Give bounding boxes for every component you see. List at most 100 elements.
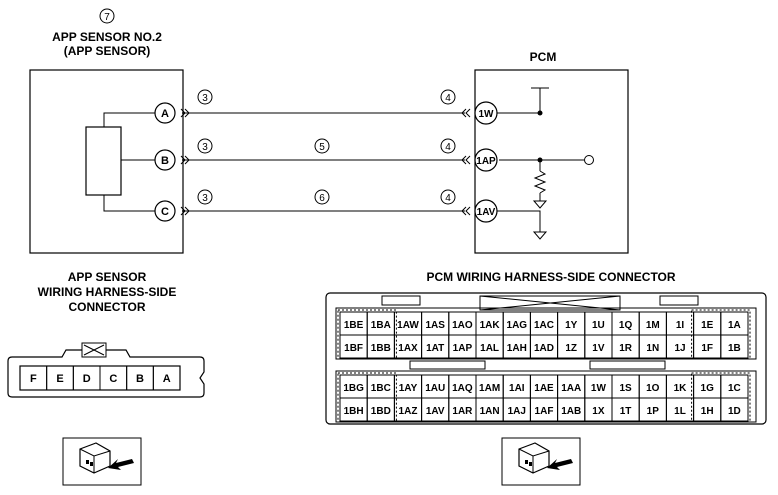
sensor-ref-number: 7 bbox=[104, 12, 110, 23]
pcm-pin-label: 1AK bbox=[480, 320, 501, 331]
pcm-pin-label: 1AC bbox=[534, 320, 554, 331]
pcm-pin-label: 1BG bbox=[343, 383, 364, 394]
pcm-pin-label: 1H bbox=[701, 406, 714, 417]
pcm-pin-label: 1AO bbox=[452, 320, 473, 331]
pcm-pin-label: 1G bbox=[701, 383, 715, 394]
pcm-pin-label: 1AG bbox=[507, 320, 528, 331]
wire-ref-right-a: 4 bbox=[445, 93, 451, 104]
pcm-connector-view-icon bbox=[501, 437, 581, 486]
pcm-pin-label: 1AW bbox=[397, 320, 419, 331]
sensor-wire-c bbox=[103, 195, 163, 212]
app-pin-label: C bbox=[109, 373, 117, 385]
pcm-node-1w bbox=[537, 110, 543, 116]
wire-ref-mid-c: 6 bbox=[319, 193, 325, 204]
sensor-pin-b bbox=[154, 149, 176, 171]
pcm-pin-group-outline bbox=[337, 309, 397, 360]
pcm-pin-label: 1V bbox=[592, 343, 605, 354]
pcm-pin-label: 1AY bbox=[399, 383, 418, 394]
app-connector-caption-line1: APP SENSOR bbox=[68, 270, 147, 284]
pcm-pin-label: 1AR bbox=[452, 406, 473, 417]
pcm-pin-label: 1X bbox=[592, 406, 605, 417]
pcm-pin-label: 1Y bbox=[565, 320, 578, 331]
pcm-pin-label: 1AA bbox=[561, 383, 581, 394]
pcm-pin-1ap bbox=[474, 148, 498, 172]
pcm-pin-label: 1L bbox=[674, 406, 686, 417]
pcm-pin-1w bbox=[474, 101, 498, 125]
sensor-pin-b-label: B bbox=[161, 155, 169, 167]
pcm-pin-label: 1AB bbox=[561, 406, 581, 417]
pcm-pin-label: 1R bbox=[619, 343, 633, 354]
wire-ref-right-c: 4 bbox=[445, 193, 451, 204]
wire-ref-left-c: 3 bbox=[202, 193, 208, 204]
pcm-connector-caption: PCM WIRING HARNESS-SIDE CONNECTOR bbox=[426, 270, 675, 284]
pcm-pin-label: 1BH bbox=[344, 406, 364, 417]
pcm-pin-group-outline bbox=[691, 309, 751, 360]
pcm-pin-label: 1A bbox=[728, 320, 741, 331]
pcm-pin-label: 1B bbox=[728, 343, 741, 354]
pcm-pin-1w-label: 1W bbox=[479, 109, 495, 120]
wire-ref-left-a: 3 bbox=[202, 93, 208, 104]
pcm-pin-cell bbox=[720, 397, 749, 422]
pcm-node-1ap bbox=[537, 157, 543, 163]
app-pin-label: B bbox=[136, 373, 144, 385]
pcm-pin-group-outline bbox=[337, 372, 397, 423]
pcm-pin-label: 1AU bbox=[425, 383, 445, 394]
app-pin-label: E bbox=[56, 373, 63, 385]
pcm-pin-label: 1AP bbox=[453, 343, 473, 354]
pcm-pin-label: 1S bbox=[619, 383, 632, 394]
app-connector-view-icon bbox=[62, 437, 142, 486]
app-connector-caption-line3: CONNECTOR bbox=[68, 300, 145, 314]
pcm-pin-label: 1F bbox=[701, 343, 713, 354]
pcm-pin-label: 1AQ bbox=[452, 383, 473, 394]
pcm-pin-label: 1BE bbox=[344, 320, 364, 331]
pcm-pin-label: 1AI bbox=[509, 383, 525, 394]
wire-ref-mid-b: 5 bbox=[319, 142, 325, 153]
sensor-pin-a-label: A bbox=[161, 108, 169, 120]
pcm-pin-label: 1N bbox=[646, 343, 659, 354]
pcm-pin-label: 1Q bbox=[619, 320, 633, 331]
pcm-pin-label: 1AS bbox=[425, 320, 445, 331]
app-pin-label: D bbox=[83, 373, 91, 385]
sensor-pin-a bbox=[154, 102, 176, 124]
pcm-pin-label: 1U bbox=[592, 320, 605, 331]
pcm-box bbox=[474, 69, 629, 254]
pcm-pin-label: 1BD bbox=[371, 406, 391, 417]
app-connector bbox=[7, 342, 205, 398]
app-pin-cell bbox=[152, 365, 181, 391]
pcm-pin-label: 1O bbox=[646, 383, 660, 394]
pcm-pin-label: 1C bbox=[728, 383, 741, 394]
pcm-pin-label: 1Z bbox=[565, 343, 577, 354]
sensor-title-line2: (APP SENSOR) bbox=[64, 44, 150, 58]
pcm-pin-label: 1AX bbox=[398, 343, 418, 354]
sensor-wire-a bbox=[103, 112, 163, 127]
wire-ref-left-b: 3 bbox=[202, 142, 208, 153]
pcm-pin-1av bbox=[474, 199, 498, 223]
pcm-pin-label: 1AV bbox=[426, 406, 445, 417]
sensor-ref-circle bbox=[99, 8, 115, 24]
harness-wires bbox=[180, 108, 471, 216]
pcm-pin-label: 1AD bbox=[534, 343, 554, 354]
pcm-pin-label: 1AE bbox=[534, 383, 554, 394]
pcm-pin-label: 1AF bbox=[535, 406, 554, 417]
pcm-pin-label: 1T bbox=[620, 406, 632, 417]
pcm-pin-group-outline bbox=[691, 372, 751, 423]
pcm-pin-label: 1AJ bbox=[508, 406, 526, 417]
pcm-pin-label: 1AN bbox=[480, 406, 500, 417]
pcm-pin-label: 1J bbox=[674, 343, 685, 354]
pcm-pin-label: 1W bbox=[591, 383, 607, 394]
wire-ref-right-b: 4 bbox=[445, 142, 451, 153]
pcm-title: PCM bbox=[530, 50, 557, 64]
pcm-pin-label: 1AT bbox=[426, 343, 444, 354]
pcm-pin-label: 1K bbox=[674, 383, 688, 394]
sensor-title-line1: APP SENSOR NO.2 bbox=[52, 30, 162, 44]
pcm-pin-label: 1BB bbox=[371, 343, 391, 354]
app-pin-label: A bbox=[163, 373, 171, 385]
sensor-pin-c-label: C bbox=[161, 206, 169, 218]
pcm-pin-cell bbox=[720, 334, 749, 359]
pcm-pin-label: 1BF bbox=[344, 343, 363, 354]
pcm-pin-label: 1M bbox=[646, 320, 660, 331]
pcm-pin-label: 1I bbox=[676, 320, 685, 331]
